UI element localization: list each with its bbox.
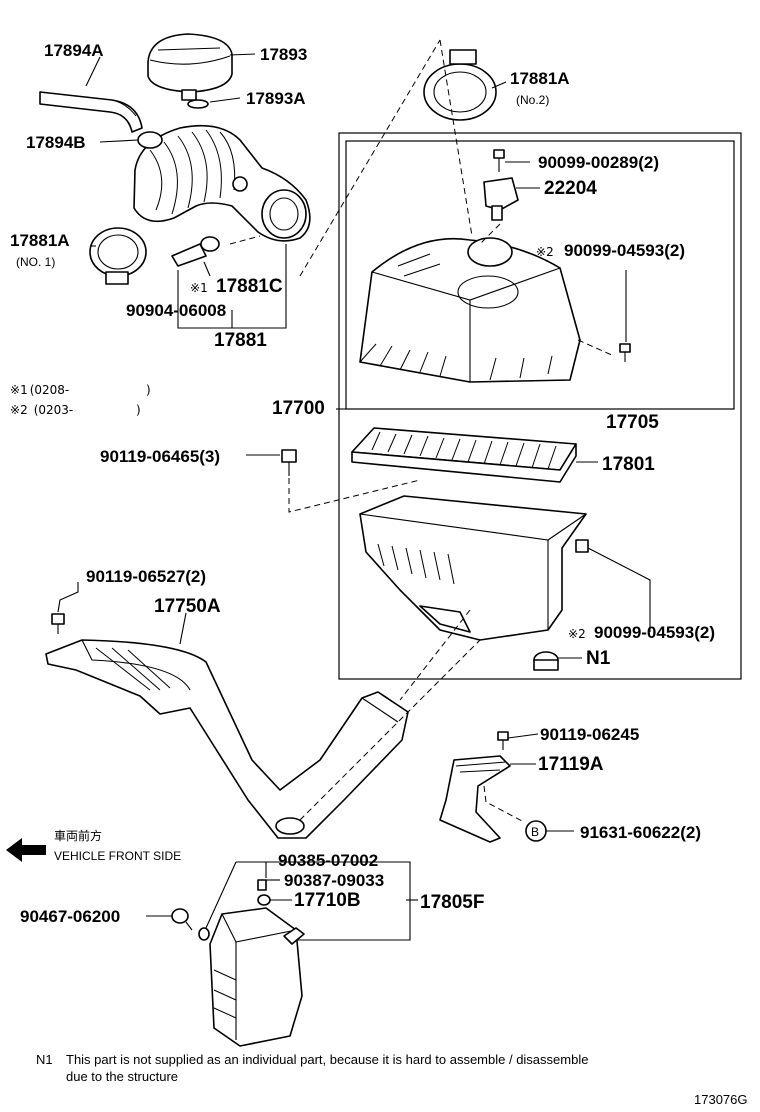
vehicle-front-arrow-icon	[6, 838, 46, 862]
air-cleaner-case-shape	[359, 495, 587, 641]
label-17805f: 17805F	[420, 892, 484, 913]
label-17881a-top-sub: (No.2)	[516, 93, 549, 107]
label-17881a-left: 17881A	[10, 231, 70, 250]
label-22204: 22204	[544, 178, 597, 199]
mark-star-2-top: ※2	[536, 245, 554, 259]
air-hose-17894a-shape	[39, 91, 143, 133]
direction-jp: 車両前方	[54, 828, 102, 843]
label-17801: 17801	[602, 454, 655, 475]
bolt-90119-06465-shape	[281, 449, 297, 476]
seal-90387-09033-shape	[257, 879, 267, 891]
label-90099-04593-top: 90099-04593(2)	[564, 241, 685, 260]
figure-id: 173076G	[694, 1092, 748, 1107]
label-17881c: 17881C	[216, 276, 283, 297]
legend-note-1: ※1(0208-)	[10, 383, 151, 397]
label-17700: 17700	[272, 398, 325, 419]
footnote-line-1: This part is not supplied as an individu…	[66, 1052, 588, 1067]
grommet-90099-04593-bot-shape	[575, 539, 589, 553]
air-filter-17801-shape	[351, 427, 577, 483]
inlet-duct-17750a-shape	[45, 639, 409, 839]
label-91631-60622: 91631-60622(2)	[580, 823, 701, 842]
bolt-90119-06245-shape	[497, 731, 509, 750]
intake-hose-17881-shape	[133, 124, 311, 242]
fitting-17881c-shape	[171, 236, 220, 267]
label-90119-06245: 90119-06245	[540, 725, 639, 744]
label-17881a-left-sub: (NO. 1)	[16, 255, 55, 269]
clip-shape	[198, 927, 210, 941]
label-17894b: 17894B	[26, 133, 86, 152]
legend-note-2: ※2(0203-)	[10, 403, 141, 417]
label-n1: N1	[586, 648, 611, 669]
label-17881: 17881	[214, 330, 267, 351]
label-17881a-top: 17881A	[510, 69, 570, 88]
bracket-17119a-shape	[439, 755, 511, 843]
dashed-assembly-lines	[229, 39, 615, 823]
mark-star-1-17881c: ※1	[190, 281, 208, 295]
label-90904-06008: 90904-06008	[126, 301, 226, 320]
clip-17893a-shape	[187, 99, 209, 109]
resonator-17805f-shape	[209, 907, 305, 1047]
label-90119-06465: 90119-06465(3)	[100, 447, 220, 466]
screw-90467-06200-shape	[171, 908, 193, 931]
bolt-90099-04593-top-shape	[619, 343, 631, 362]
assembly-17700-frame	[338, 132, 742, 680]
label-90099-04593-bot: 90099-04593(2)	[594, 623, 715, 642]
label-b: B	[531, 825, 539, 839]
label-90119-06527: 90119-06527(2)	[86, 567, 206, 586]
clamp-17894b-shape	[137, 131, 163, 149]
subassembly-17705-frame	[345, 140, 735, 410]
direction-en: VEHICLE FRONT SIDE	[54, 849, 181, 863]
footnote-code: N1	[36, 1052, 53, 1067]
label-90387-09033: 90387-09033	[284, 871, 384, 890]
label-17893: 17893	[260, 45, 307, 64]
bolt-90099-00289-shape	[493, 149, 505, 172]
label-17710b: 17710B	[294, 890, 361, 911]
label-90099-00289: 90099-00289(2)	[538, 153, 659, 172]
label-17750a: 17750A	[154, 596, 221, 617]
air-flow-sensor-22204-shape	[483, 177, 519, 221]
label-17705: 17705	[606, 412, 659, 433]
leader-lines	[57, 53, 651, 941]
footnote-line-2: due to the structure	[66, 1069, 178, 1084]
bolt-90119-06527-shape	[51, 613, 65, 634]
clamp-17881a-no1-shape	[89, 227, 147, 285]
label-17893a: 17893A	[246, 89, 306, 108]
label-90467-06200: 90467-06200	[20, 907, 120, 926]
part-n1-shape	[533, 651, 559, 671]
label-17894a: 17894A	[44, 41, 104, 60]
label-90385-07002: 90385-07002	[278, 851, 378, 870]
grommet-17710b-shape	[257, 894, 271, 906]
label-17119a: 17119A	[538, 754, 604, 775]
clamp-17881a-no2-shape	[423, 49, 497, 121]
air-cleaner-cap-17705-shape	[359, 237, 581, 383]
mark-star-2-bottom: ※2	[568, 627, 586, 641]
resonator-17893-shape	[147, 33, 233, 101]
